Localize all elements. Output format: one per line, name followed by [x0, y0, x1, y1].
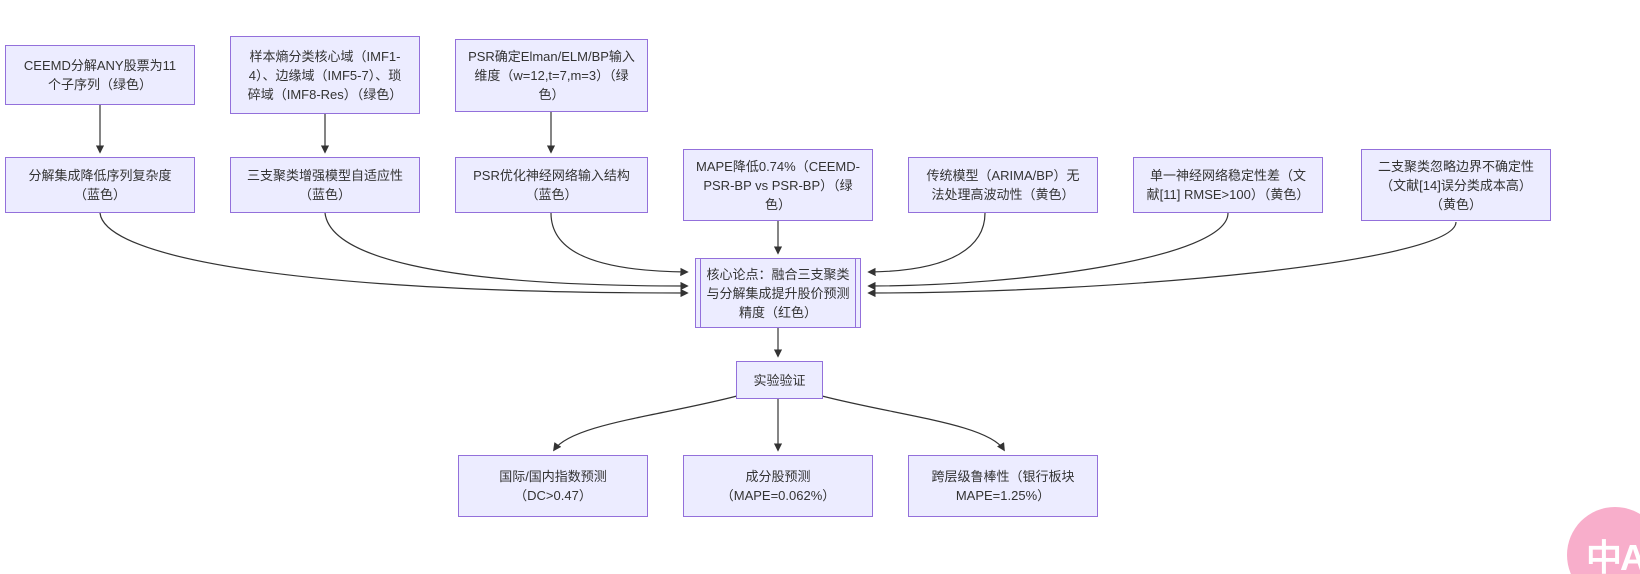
- node-core-thesis: 核心论点：融合三支聚类与分解集成提升股价预测精度（红色）: [695, 258, 861, 328]
- edge-exp-bot1: [553, 395, 738, 452]
- translate-icon: 中A: [1586, 537, 1640, 574]
- edge-mid2-core: [324, 212, 689, 291]
- node-ceemd-decompose: CEEMD分解ANY股票为11个子序列（绿色）: [5, 45, 195, 105]
- node-label: PSR优化神经网络输入结构（蓝色）: [473, 168, 630, 202]
- node-traditional-model: 传统模型（ARIMA/BP）无法处理高波动性（黄色）: [908, 157, 1098, 213]
- node-experiment-validation: 实验验证: [736, 361, 823, 399]
- node-label: PSR确定Elman/ELM/BP输入维度（w=12,t=7,m=3）（绿色）: [468, 49, 635, 102]
- node-label: MAPE降低0.74%（CEEMD-PSR-BP vs PSR-BP）（绿色）: [696, 158, 860, 212]
- node-single-nn-unstable: 单一神经网络稳定性差（文献[11] RMSE>100）（黄色）: [1133, 157, 1323, 213]
- node-decompose-complexity: 分解集成降低序列复杂度（蓝色）: [5, 157, 195, 213]
- node-cross-level-robustness: 跨层级鲁棒性（银行板块MAPE=1.25%）: [908, 455, 1098, 517]
- node-label: 国际/国内指数预测（DC>0.47）: [499, 469, 607, 503]
- node-label: 成分股预测（MAPE=0.062%）: [720, 469, 836, 503]
- node-label: 二支聚类忽略边界不确定性（文献[14]误分类成本高）（黄色）: [1377, 158, 1534, 212]
- edge-mid6-core: [867, 212, 1229, 291]
- node-label: 实验验证: [753, 372, 806, 388]
- edge-mid1-core: [99, 212, 689, 298]
- node-psr-optimize: PSR优化神经网络输入结构（蓝色）: [455, 157, 648, 213]
- node-label: 传统模型（ARIMA/BP）无法处理高波动性（黄色）: [926, 168, 1080, 202]
- node-index-prediction: 国际/国内指数预测（DC>0.47）: [458, 455, 648, 517]
- node-label: 单一神经网络稳定性差（文献[11] RMSE>100）（黄色）: [1146, 168, 1310, 202]
- node-label: CEEMD分解ANY股票为11个子序列（绿色）: [23, 58, 177, 92]
- node-label: 分解集成降低序列复杂度（蓝色）: [28, 168, 172, 202]
- edge-exp-bot3: [821, 395, 1005, 452]
- node-three-way-adaptive: 三支聚类增强模型自适应性（蓝色）: [230, 157, 420, 213]
- node-psr-dimension: PSR确定Elman/ELM/BP输入维度（w=12,t=7,m=3）（绿色）: [455, 39, 648, 112]
- node-label: 三支聚类增强模型自适应性（蓝色）: [246, 168, 403, 202]
- translate-badge-button[interactable]: 中A: [1567, 507, 1640, 574]
- edge-mid3-core: [550, 212, 689, 277]
- edge-mid5-core: [867, 212, 986, 277]
- node-label: 跨层级鲁棒性（银行板块MAPE=1.25%）: [931, 469, 1075, 503]
- node-constituent-prediction: 成分股预测（MAPE=0.062%）: [683, 455, 873, 517]
- edge-mid7-core: [867, 221, 1457, 298]
- node-two-way-boundary: 二支聚类忽略边界不确定性（文献[14]误分类成本高）（黄色）: [1361, 149, 1551, 221]
- node-mape-reduce: MAPE降低0.74%（CEEMD-PSR-BP vs PSR-BP）（绿色）: [683, 149, 873, 221]
- node-sample-entropy: 样本熵分类核心域（IMF1-4）、边缘域（IMF5-7）、琐碎域（IMF8-Re…: [230, 36, 420, 114]
- node-label: 样本熵分类核心域（IMF1-4）、边缘域（IMF5-7）、琐碎域（IMF8-Re…: [247, 48, 403, 102]
- node-label: 核心论点：融合三支聚类与分解集成提升股价预测精度（红色）: [706, 266, 850, 320]
